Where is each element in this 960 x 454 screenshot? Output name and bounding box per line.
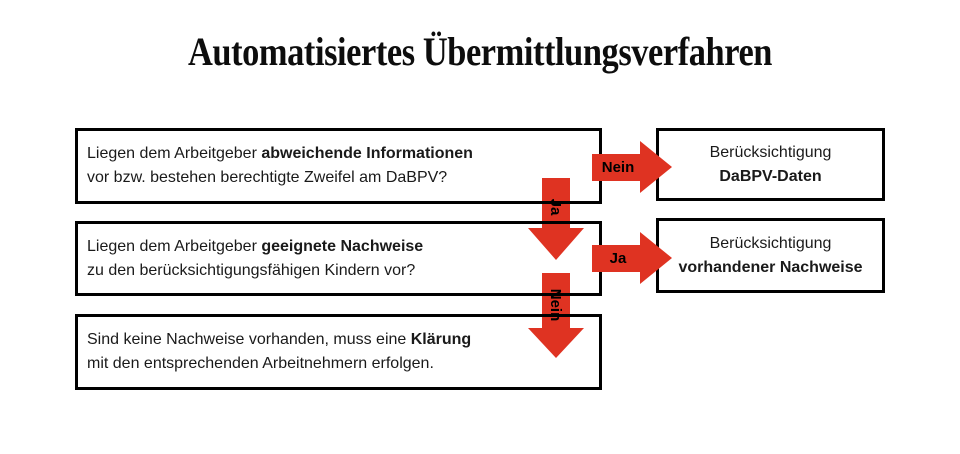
arrow-ja-right: Ja [592, 232, 672, 285]
question-box-2: Liegen dem Arbeitgeber geeignete Nachwei… [75, 221, 602, 296]
arrow-head-down-icon [528, 328, 584, 358]
question-box-1-line2: vor bzw. bestehen berechtigte Zweifel am… [87, 169, 448, 186]
arrow-shaft [592, 245, 640, 272]
question-text-bold: geeignete Nachweise [261, 237, 424, 255]
page-title: Automatisiertes Übermittlungsverfahren [188, 29, 772, 74]
question-box-1-line1: Liegen dem Arbeitgeber abweichende Infor… [87, 142, 599, 166]
arrow-head-right-icon [640, 232, 672, 284]
result-box-1: Berücksichtigung DaBPV-Daten [656, 128, 885, 201]
question-text: Liegen dem Arbeitgeber [87, 237, 262, 255]
question-box-2-line2: zu den berücksichtigungsfähigen Kindern … [87, 261, 416, 279]
arrow-nein-right: Nein [592, 141, 672, 194]
result-box-1-line2: DaBPV-Daten [719, 165, 821, 189]
result-box-2: Berücksichtigung vorhandener Nachweise [656, 218, 885, 293]
arrow-label-nein: Nein [601, 159, 635, 176]
arrow-head-down-icon [528, 228, 584, 260]
question-box-3: Sind keine Nachweise vorhanden, muss ein… [75, 314, 602, 390]
question-box-1: Liegen dem Arbeitgeber abweichende Infor… [75, 128, 602, 204]
question-box-3-line2: mit den entsprechenden Arbeitnehmern erf… [87, 355, 434, 372]
question-text-bold: abweichende Informationen [261, 145, 473, 162]
question-text: Sind keine Nachweise vorhanden, muss ein… [87, 331, 411, 348]
arrow-shaft [592, 154, 640, 181]
arrow-shaft [542, 273, 570, 328]
result-box-2-line1: Berücksichtigung [709, 234, 832, 252]
arrow-head-right-icon [640, 141, 672, 193]
question-text: Liegen dem Arbeitgeber [87, 145, 262, 162]
arrow-nein-down: Nein [528, 273, 584, 358]
result-text-bold: vorhandener Nachweise [678, 258, 863, 276]
arrow-label-ja: Ja [609, 250, 627, 267]
question-text-bold: Klärung [410, 331, 472, 348]
result-text-bold: DaBPV-Daten [719, 167, 822, 185]
result-box-1-line1: Berücksichtigung [709, 143, 832, 161]
question-box-3-line1: Sind keine Nachweise vorhanden, muss ein… [87, 328, 599, 352]
result-box-2-line2: vorhandener Nachweise [678, 256, 862, 280]
question-box-2-line1: Liegen dem Arbeitgeber geeignete Nachwei… [87, 235, 599, 259]
